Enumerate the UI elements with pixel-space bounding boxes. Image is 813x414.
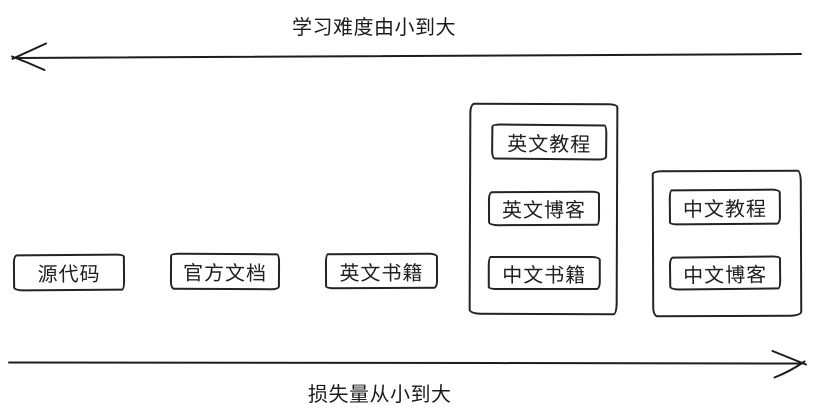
node-chinese-blogs: 中文博客 bbox=[668, 255, 782, 291]
node-english-blogs: 英文博客 bbox=[487, 190, 601, 227]
group-english-resources: 英文教程 英文博客 中文书籍 bbox=[468, 102, 619, 316]
difficulty-axis-label: 学习难度由小到大 bbox=[292, 15, 456, 39]
node-label: 英文书籍 bbox=[339, 260, 424, 285]
node-chinese-books: 中文书籍 bbox=[487, 255, 601, 291]
node-label: 英文博客 bbox=[501, 197, 587, 223]
difficulty-arrow bbox=[11, 42, 802, 71]
node-english-tutorials: 英文教程 bbox=[491, 123, 608, 161]
node-source-code: 源代码 bbox=[12, 253, 126, 292]
difficulty-arrow-line bbox=[15, 53, 802, 59]
node-chinese-tutorials: 中文教程 bbox=[668, 188, 782, 226]
difficulty-arrowhead-icon bbox=[11, 42, 47, 60]
loss-arrow-line bbox=[8, 361, 803, 365]
group-chinese-resources: 中文教程 中文博客 bbox=[651, 169, 803, 318]
loss-arrowhead-icon bbox=[771, 350, 807, 366]
node-official-docs: 官方文档 bbox=[169, 252, 281, 291]
node-label: 中文书籍 bbox=[502, 262, 587, 287]
node-label: 源代码 bbox=[37, 261, 101, 287]
loss-arrow bbox=[8, 350, 807, 379]
node-english-books: 英文书籍 bbox=[324, 252, 439, 290]
difficulty-arrowhead-icon-lower bbox=[11, 55, 46, 71]
loss-axis-label: 损失量从小到大 bbox=[308, 382, 452, 406]
node-label: 英文教程 bbox=[507, 131, 592, 156]
node-label: 中文教程 bbox=[682, 196, 767, 221]
loss-arrowhead-icon-lower bbox=[773, 360, 806, 379]
node-label: 中文博客 bbox=[682, 262, 768, 287]
node-label: 官方文档 bbox=[182, 260, 268, 286]
